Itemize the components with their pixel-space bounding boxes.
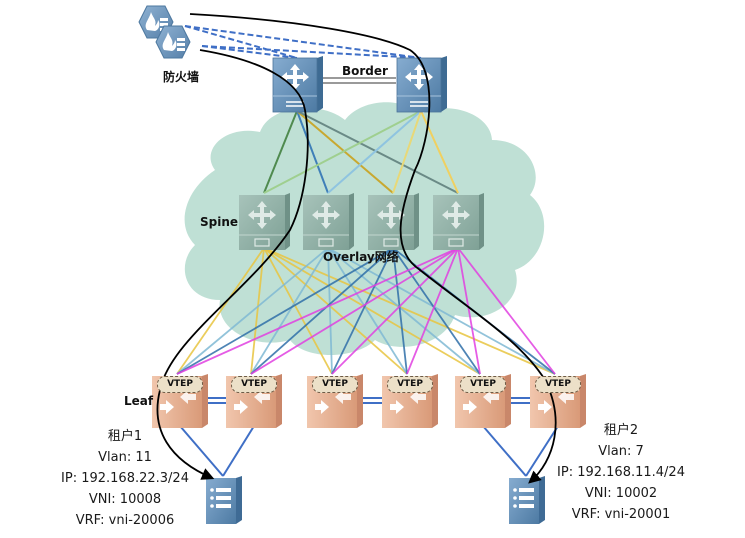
spine-switch-3[interactable] bbox=[368, 193, 419, 250]
router-switch-icon bbox=[405, 64, 433, 107]
server-icon bbox=[210, 488, 231, 508]
border-spine-links bbox=[263, 110, 459, 194]
server-2[interactable] bbox=[509, 476, 545, 524]
spine-label: Spine bbox=[200, 215, 239, 229]
access-link-leaf1-server1 bbox=[179, 425, 224, 477]
firewall-icon bbox=[162, 32, 185, 51]
spine-switch-4[interactable] bbox=[433, 193, 484, 250]
link-spine1-leaf2 bbox=[250, 247, 265, 375]
link-spine1-leaf6 bbox=[263, 247, 556, 375]
link-border1-spine4 bbox=[296, 110, 459, 194]
border-label: Border bbox=[342, 64, 388, 78]
firewall1-border1-link bbox=[184, 25, 298, 59]
vtep-tag-leaf2: VTEP bbox=[231, 376, 277, 393]
leaf-switch-icon bbox=[390, 390, 426, 414]
tenant2-info: 租户2 Vlan: 7 IP: 192.168.11.4/24 VNI: 100… bbox=[556, 420, 686, 525]
spine-switch-2[interactable] bbox=[303, 193, 354, 250]
link-spine4-leaf6 bbox=[457, 247, 556, 375]
spine-switch-icon bbox=[377, 201, 405, 247]
leaf-switch-icon bbox=[234, 390, 270, 414]
access-link-leaf2-server1 bbox=[222, 425, 255, 477]
link-spine2-leaf2 bbox=[250, 247, 329, 375]
firewall-2[interactable] bbox=[155, 25, 191, 59]
link-spine4-leaf1 bbox=[176, 247, 459, 375]
tenant2-name: 租户2 bbox=[603, 423, 639, 438]
server-icon bbox=[513, 488, 534, 508]
spine-switch-1[interactable] bbox=[239, 193, 290, 250]
firewall2-border1-link bbox=[201, 45, 298, 59]
link-border2-spine2 bbox=[327, 110, 422, 194]
firewall1-border2-link bbox=[184, 25, 422, 59]
link-spine4-leaf3 bbox=[331, 247, 459, 375]
overlay-label: Overlay网络 bbox=[323, 250, 399, 264]
link-spine1-leaf3 bbox=[263, 247, 333, 375]
vtep-tag-leaf4: VTEP bbox=[387, 376, 433, 393]
tenant1-vni: VNI: 10008 bbox=[88, 492, 162, 507]
link-border2-spine3 bbox=[392, 110, 422, 194]
spine-switch-icon bbox=[312, 201, 340, 247]
link-spine4-leaf2 bbox=[250, 247, 459, 375]
spine-leaf-links bbox=[176, 247, 556, 375]
vtep-tag-leaf6: VTEP bbox=[535, 376, 581, 393]
link-spine2-leaf3 bbox=[327, 247, 333, 375]
tenant2-vni: VNI: 10002 bbox=[584, 486, 658, 501]
link-spine2-leaf4 bbox=[327, 247, 408, 375]
link-border1-spine2 bbox=[296, 110, 329, 194]
tenant2-ip: IP: 192.168.11.4/24 bbox=[557, 465, 685, 480]
link-border1-spine3 bbox=[296, 110, 394, 194]
leaf-switch-icon bbox=[463, 390, 499, 414]
tenant2-vrf: VRF: vni-20001 bbox=[571, 507, 671, 522]
vtep-tag-leaf1: VTEP bbox=[157, 376, 203, 393]
tenant2-vlan: Vlan: 7 bbox=[598, 444, 644, 459]
border-switch-1[interactable] bbox=[272, 56, 323, 113]
link-spine1-leaf1 bbox=[176, 247, 265, 375]
tenant1-name: 租户1 bbox=[107, 429, 143, 444]
leaf-switch-icon bbox=[538, 390, 574, 414]
link-spine2-leaf5 bbox=[327, 247, 481, 375]
link-spine3-leaf4 bbox=[392, 247, 408, 375]
leaf-switch-icon bbox=[315, 390, 351, 414]
access-link-leaf5-server2 bbox=[482, 425, 527, 477]
vtep-tag-leaf3: VTEP bbox=[312, 376, 358, 393]
tenant1-ip: IP: 192.168.22.3/24 bbox=[61, 471, 189, 486]
tenant1-info: 租户1 Vlan: 11 IP: 192.168.22.3/24 VNI: 10… bbox=[60, 426, 190, 531]
traffic-path-tenant2 bbox=[156, 49, 309, 480]
link-spine1-leaf5 bbox=[263, 247, 481, 375]
access-links bbox=[179, 425, 559, 477]
link-spine2-leaf1 bbox=[176, 247, 329, 375]
server-1[interactable] bbox=[206, 476, 242, 524]
leaf-peer-links bbox=[208, 397, 530, 404]
link-spine4-leaf4 bbox=[406, 247, 459, 375]
firewall-links bbox=[184, 25, 422, 59]
access-link-leaf6-server2 bbox=[525, 425, 559, 477]
link-spine4-leaf5 bbox=[457, 247, 481, 375]
vtep-tag-leaf5: VTEP bbox=[460, 376, 506, 393]
link-border2-spine1 bbox=[263, 110, 422, 194]
link-spine3-leaf1 bbox=[176, 247, 394, 375]
spine-switch-icon bbox=[248, 201, 276, 247]
firewall2-border2-link bbox=[201, 45, 422, 59]
link-spine3-leaf5 bbox=[392, 247, 481, 375]
router-switch-icon bbox=[281, 64, 309, 107]
link-border1-spine1 bbox=[263, 110, 298, 194]
tenant1-vrf: VRF: vni-20006 bbox=[75, 513, 175, 528]
link-spine1-leaf4 bbox=[263, 247, 408, 375]
spine-switch-icon bbox=[442, 201, 470, 247]
border-switch-2[interactable] bbox=[396, 56, 447, 113]
link-spine2-leaf6 bbox=[327, 247, 556, 375]
link-spine3-leaf3 bbox=[331, 247, 394, 375]
tenant1-vlan: Vlan: 11 bbox=[98, 450, 152, 465]
leaf-switch-icon bbox=[160, 390, 196, 414]
leaf-label: Leaf bbox=[124, 394, 154, 408]
border-peer-link bbox=[322, 77, 396, 84]
firewall-label: 防火墙 bbox=[163, 70, 200, 84]
link-spine3-leaf2 bbox=[250, 247, 394, 375]
